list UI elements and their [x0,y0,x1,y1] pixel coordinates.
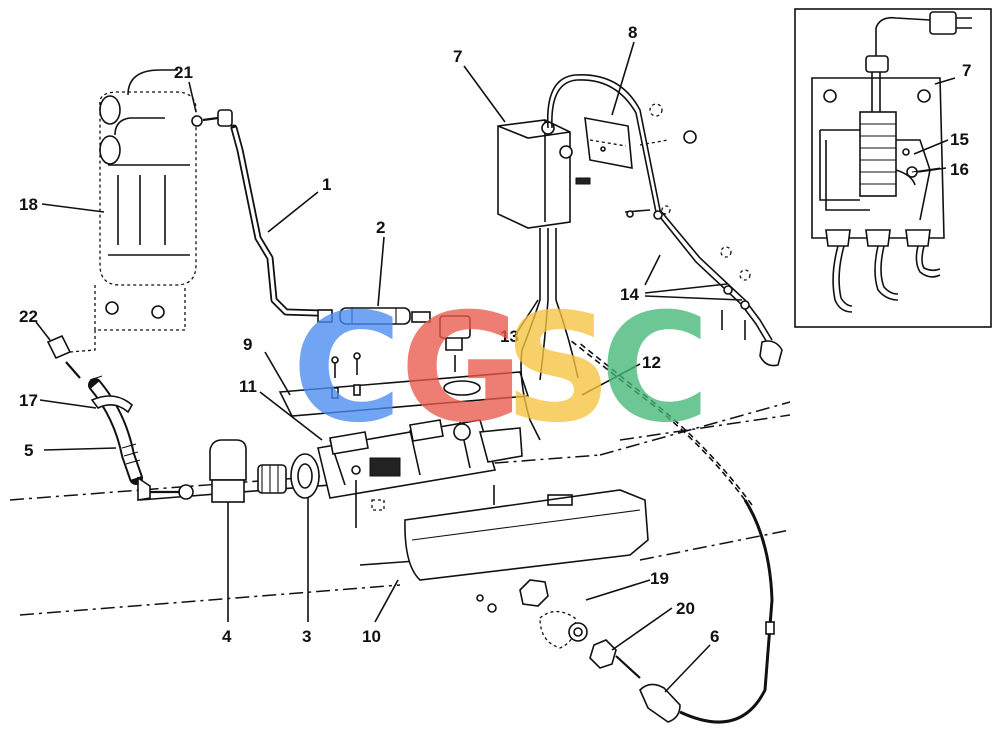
callout-3: 3 [302,627,311,646]
hose-5 [88,375,151,501]
harness-14 [546,74,783,367]
control-box-7 [497,119,591,441]
sensor-6 [476,579,681,723]
watermark-letter-c2: C [600,282,710,456]
tube-1 [230,124,322,317]
callout-5: 5 [24,441,33,460]
inset-callout-7: 7 [962,61,971,80]
plate-8 [584,103,697,169]
bracket-9 [278,352,530,417]
callout-17: 17 [19,391,38,410]
callout-6: 6 [710,627,719,646]
inset-detail [794,8,992,328]
callout-20: 20 [676,599,695,618]
shield-10 [371,489,649,623]
callout-14: 14 [620,285,639,304]
pump-4 [150,439,247,622]
callout-16: 16 [950,160,969,179]
leader-lines [35,41,956,693]
callout-11: 11 [239,377,257,396]
sensor-cable [569,339,775,724]
callout-15: 15 [950,130,969,149]
callout-1: 1 [322,175,331,194]
callout-8: 8 [628,23,637,42]
callout-12: 12 [642,353,661,372]
fitting-21 [191,109,233,127]
fitting-22 [46,334,81,379]
callout-13: 13 [500,327,519,346]
filter-2 [317,307,471,351]
callout-4: 4 [222,627,232,646]
callout-18: 18 [19,195,38,214]
callout-21: 21 [174,63,193,82]
callout-labels: 1 2 3 4 5 6 7 8 9 10 11 12 13 14 15 16 1… [19,23,971,646]
watermark: C G S C [292,282,710,456]
heater-assembly [257,419,523,622]
callout-10: 10 [362,627,381,646]
callout-19: 19 [650,569,669,588]
intake-manifold [69,69,197,353]
callout-9: 9 [243,335,252,354]
watermark-letter-s: S [504,282,612,456]
callout-22: 22 [19,307,38,326]
watermark-letter-c1: C [292,282,402,456]
callout-2: 2 [376,218,385,237]
callout-7: 7 [453,47,462,66]
watermark-letter-g: G [400,282,523,456]
